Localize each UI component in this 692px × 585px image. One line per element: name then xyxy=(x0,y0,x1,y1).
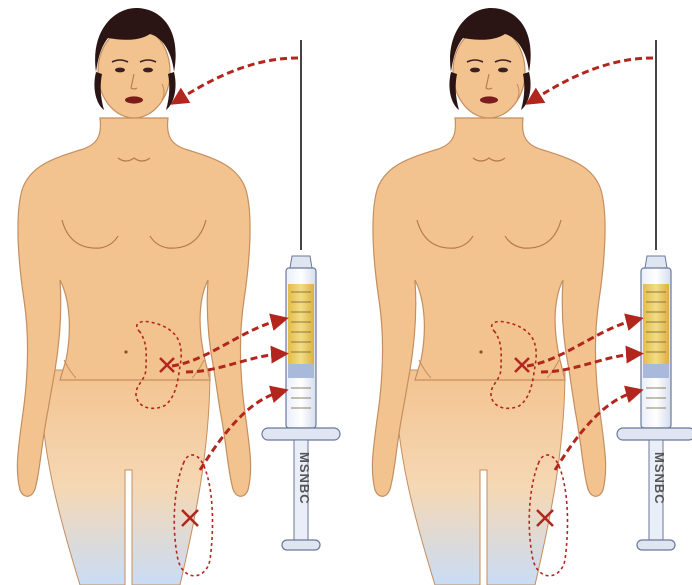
msnbc-watermark: MSNBC xyxy=(297,452,312,505)
msnbc-watermark-right: MSNBC xyxy=(652,452,667,505)
panel-right: MSNBC xyxy=(372,8,692,585)
panel-left: MSNBC xyxy=(17,8,340,585)
